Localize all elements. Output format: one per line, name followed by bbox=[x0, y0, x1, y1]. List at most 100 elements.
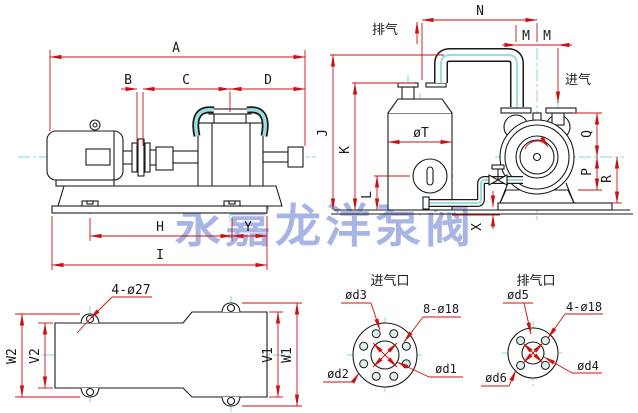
shaft-end-block bbox=[287, 146, 304, 168]
valve-body bbox=[488, 174, 500, 186]
dim-label-y: Y bbox=[244, 220, 252, 235]
pump-hub bbox=[532, 152, 542, 162]
front-view: N M M 排气 进气 J K L øT Q bbox=[316, 4, 633, 231]
bolt-hole bbox=[540, 336, 550, 346]
baseplate-side bbox=[51, 205, 268, 214]
dim-label-c: C bbox=[182, 73, 190, 88]
left-loop-pipe-highlight bbox=[194, 108, 215, 137]
radial-arrow bbox=[532, 352, 544, 364]
support-leg bbox=[565, 182, 575, 204]
bolt-hole bbox=[389, 329, 399, 339]
motor-eyebolt-hole bbox=[92, 122, 98, 128]
overhead-pipe-highlight bbox=[440, 54, 518, 107]
dim-label-d4: ød4 bbox=[577, 359, 599, 373]
dim-label-i: I bbox=[156, 248, 164, 263]
dim-label-d: D bbox=[264, 73, 272, 88]
dim-label-k: K bbox=[338, 146, 353, 154]
dim-label-d2: ød2 bbox=[327, 367, 349, 381]
radial-arrow bbox=[522, 342, 534, 354]
anchor-lug-notch bbox=[228, 200, 236, 205]
pump-casing-inner bbox=[504, 124, 570, 190]
motor-feet bbox=[55, 179, 115, 187]
dim-label-w1: W1 bbox=[280, 347, 295, 363]
dim-label-n: N bbox=[476, 4, 484, 19]
radial-arrow bbox=[522, 352, 534, 364]
dim-label-a: A bbox=[172, 41, 180, 56]
dim-label-anchor-holes: 4-ø27 bbox=[111, 283, 150, 298]
dim-label-w2: W2 bbox=[5, 348, 20, 364]
exhaust-flange-labels: ød5 4-ø18 ød4 ød6 bbox=[481, 288, 603, 387]
suction-nozzle-flange bbox=[425, 82, 447, 88]
exhaust-label: 排气 bbox=[372, 22, 398, 38]
bolt-hole bbox=[371, 329, 381, 339]
pump-port-flange-left bbox=[500, 107, 532, 114]
anchor-lug-notch bbox=[86, 200, 94, 205]
coupling-disc bbox=[144, 142, 151, 173]
radial-arrow bbox=[372, 354, 386, 368]
motor-nameplate bbox=[85, 148, 111, 166]
anchor-hole bbox=[226, 303, 236, 313]
dim-label-x: X bbox=[470, 223, 485, 231]
bolt-hole bbox=[371, 371, 381, 381]
overhead-pipe bbox=[434, 48, 524, 107]
rotation-arrow bbox=[524, 136, 549, 150]
exhaust-nozzle-flange bbox=[397, 82, 419, 88]
right-loop-pipe-highlight bbox=[246, 108, 267, 137]
motor-body bbox=[46, 130, 124, 181]
bolt-hole bbox=[359, 359, 369, 369]
valve-body bbox=[496, 174, 508, 186]
coupling-disc bbox=[131, 142, 138, 173]
dim-label-j: J bbox=[316, 129, 331, 137]
coupling-disc bbox=[137, 138, 145, 177]
valve-handle bbox=[491, 164, 505, 170]
pump-shaft-end bbox=[262, 151, 289, 163]
bolt-hole bbox=[359, 341, 369, 351]
dim-label-m-left: M bbox=[522, 29, 530, 44]
dim-label-l: L bbox=[360, 191, 375, 199]
dim-label-bolt-holes-8: 8-ø18 bbox=[423, 302, 459, 316]
pump-impeller-circle bbox=[515, 135, 559, 179]
anchor-hole bbox=[226, 396, 236, 406]
intake-label: 进气 bbox=[565, 72, 591, 88]
dim-label-bolt-holes-4: 4-ø18 bbox=[566, 300, 602, 314]
dim-label-r: R bbox=[600, 175, 615, 183]
pump-impeller-circle bbox=[519, 139, 555, 175]
dim-label-q: Q bbox=[580, 130, 595, 138]
pump-port-flange-right bbox=[545, 107, 577, 114]
top-port-stem bbox=[213, 113, 247, 124]
intake-flange-view: 进气口 ød3 8-ø18 ød2 ød1 bbox=[323, 273, 463, 395]
dim-label-d6: ød6 bbox=[485, 371, 507, 385]
side-view: A B C D H Y I bbox=[18, 41, 316, 270]
bearing-block bbox=[155, 146, 174, 171]
pump-body-side bbox=[197, 122, 264, 196]
dim-label-p: P bbox=[580, 168, 595, 176]
coupling-spacer bbox=[149, 149, 157, 166]
dim-label-d5: ød5 bbox=[507, 288, 529, 302]
bolt-hole bbox=[516, 336, 526, 346]
support-leg bbox=[499, 182, 509, 204]
baseplate-plan bbox=[54, 311, 268, 398]
intake-flange-title: 进气口 bbox=[370, 273, 409, 289]
dim-label-d3: ød3 bbox=[345, 288, 367, 302]
bolt-hole bbox=[516, 360, 526, 370]
bolt-hole bbox=[389, 371, 399, 381]
dim-label-t: øT bbox=[413, 126, 429, 141]
radial-arrow bbox=[532, 342, 544, 354]
drain-pipe-highlight bbox=[428, 179, 523, 204]
radial-arrow bbox=[384, 342, 398, 356]
dim-label-m-right: M bbox=[543, 29, 551, 44]
exhaust-nozzle-stem bbox=[401, 86, 415, 100]
side-view-dimensions: A B C D H Y I bbox=[49, 41, 306, 270]
bolt-hole bbox=[401, 341, 411, 351]
suction-stub bbox=[172, 150, 199, 164]
pump-port-stem-right bbox=[551, 112, 565, 126]
radial-arrow bbox=[372, 342, 386, 356]
plan-view: 4-ø27 W2 V2 V1 W1 bbox=[5, 283, 302, 412]
radial-arrow bbox=[384, 354, 398, 368]
exhaust-flange-title: 排气口 bbox=[516, 273, 555, 289]
dim-label-d1: ød1 bbox=[435, 362, 457, 376]
plan-view-dimensions: 4-ø27 W2 V2 V1 W1 bbox=[5, 283, 302, 407]
intake-flange-labels: ød3 8-ø18 ød2 ød1 bbox=[323, 288, 463, 384]
overhead-pipe-inner bbox=[435, 49, 523, 107]
